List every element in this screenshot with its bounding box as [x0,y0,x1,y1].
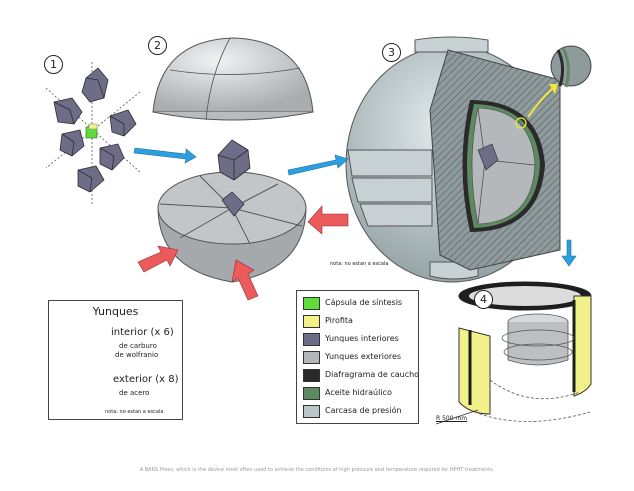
material-swatch [303,315,320,328]
material-swatch [303,405,320,418]
dimension-label: R 500 mm [436,415,468,422]
step-2-label: 2 [148,36,167,55]
cylinder-cutaway [435,281,592,425]
step-1-label: 1 [44,55,63,74]
interior-label: interior (x 6) [111,327,174,338]
material-label: Diafragrama de caucho [325,370,420,379]
interior-material-1: de carburo [119,342,157,350]
outer-anvils-dome [152,37,314,121]
materials-legend: Cápsula de síntesis Pirofita Yunques int… [296,290,419,424]
material-label: Yunques interiores [325,334,399,343]
material-swatch [303,369,320,382]
material-swatch [303,297,320,310]
legend-scale-note: nota: no estan a escala [105,409,164,415]
legend-title: Yunques [92,305,139,318]
material-swatch [303,351,320,364]
figure-caption: A BARS Press, which is the device most o… [139,467,495,473]
material-swatch [303,387,320,400]
step-3-label: 3 [382,43,401,62]
step-4-label: 4 [474,290,493,309]
material-label: Pirofita [325,316,353,325]
process-arrows [133,147,577,301]
anvil-legend: Yunques interior (x 6) de carburo de wol… [48,300,183,420]
diaphragm-zoom [550,45,592,88]
material-label: Yunques exteriores [325,352,402,361]
pressure-sphere [345,36,561,283]
material-label: Cápsula de síntesis [325,298,403,307]
exterior-label: exterior (x 8) [113,374,179,385]
material-label: Carcasa de presión [325,406,402,415]
exterior-material: de acero [119,389,150,397]
sphere-scale-note: nota: no estan a escala [330,261,389,267]
material-swatch [303,333,320,346]
material-label: Aceite hidraúlico [325,388,392,397]
interior-material-2: de wolfranio [115,351,159,359]
inner-anvil-assembly [217,139,251,181]
inner-anvils-exploded [45,62,141,205]
outer-anvils-bowl [157,171,307,283]
